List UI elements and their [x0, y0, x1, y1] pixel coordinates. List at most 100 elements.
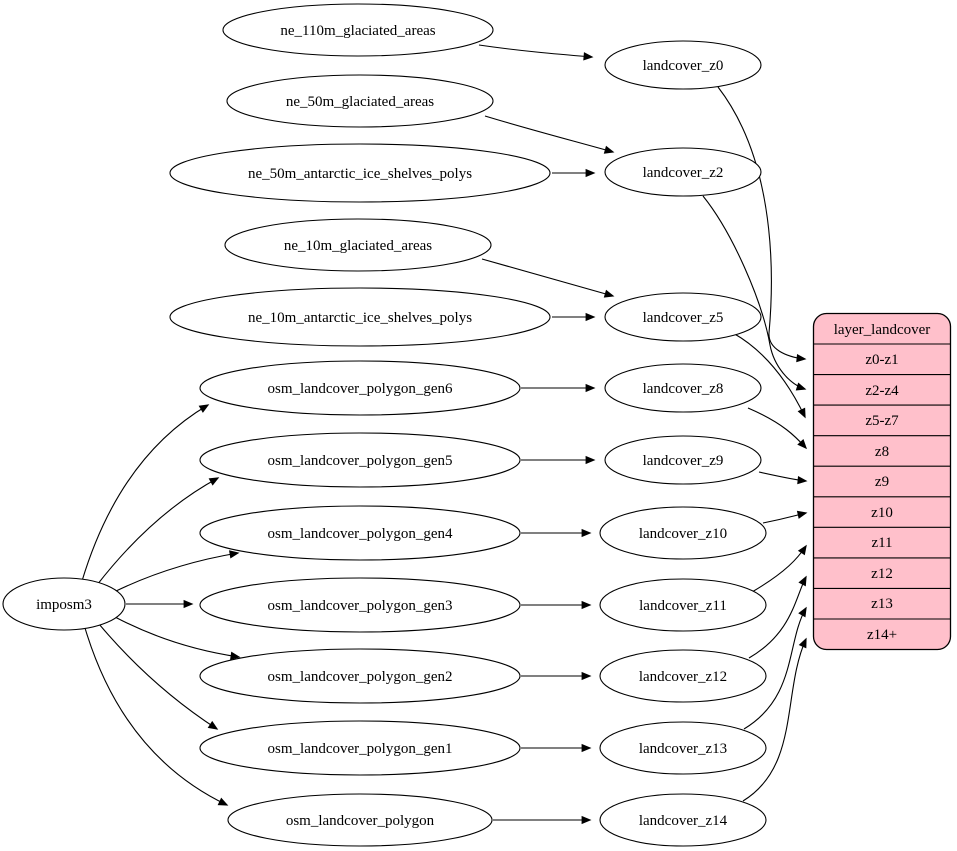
node-ne-10m-glaciated-areas: ne_10m_glaciated_areas: [224, 218, 492, 272]
source-label: osm_landcover_polygon: [286, 813, 435, 829]
node-landcover-z2: landcover_z2: [604, 147, 762, 197]
node-ne-10m-antarctic-ice-shelves-polys: ne_10m_antarctic_ice_shelves_polys: [169, 287, 551, 347]
node-landcover-z8: landcover_z8: [604, 363, 762, 413]
node-landcover-z10: landcover_z10: [599, 506, 767, 560]
intermediate-label: landcover_z2: [643, 165, 724, 181]
edge-ne50m-glaciated-to-z2: [484, 115, 615, 154]
intermediate-ellipse: [599, 506, 767, 560]
nodes: imposm3 ne_110m_glaciated_areas ne_50m_g…: [2, 3, 767, 847]
edge-ne10m-glaciated-to-z5: [481, 258, 615, 298]
source-label: osm_landcover_polygon_gen5: [268, 453, 453, 469]
node-osm-landcover-polygon-gen5: osm_landcover_polygon_gen5: [199, 432, 521, 488]
source-label: osm_landcover_polygon_gen6: [268, 381, 453, 397]
intermediate-label: landcover_z12: [639, 669, 727, 685]
node-landcover-z0: landcover_z0: [604, 40, 762, 90]
source-ellipse: [199, 360, 521, 416]
edge-imposm3-to-gen2: [114, 616, 241, 660]
intermediate-ellipse: [604, 40, 762, 90]
layer-landcover-box: [812, 312, 952, 651]
intermediate-ellipse: [599, 721, 767, 775]
source-ellipse: [199, 505, 521, 561]
source-label: osm_landcover_polygon_gen3: [268, 598, 453, 614]
intermediate-ellipse: [599, 793, 767, 847]
intermediate-ellipse: [599, 578, 767, 632]
intermediate-label: landcover_z10: [639, 526, 727, 542]
intermediate-ellipse: [604, 147, 762, 197]
edge-z13-to-row-z13: [743, 606, 807, 730]
source-label: osm_landcover_polygon_gen1: [268, 741, 453, 757]
node-imposm3: imposm3: [2, 577, 126, 631]
source-label: ne_110m_glaciated_areas: [280, 23, 435, 39]
node-landcover-z9: landcover_z9: [604, 435, 762, 485]
record-row-z2-z4: z2-z4: [865, 383, 899, 399]
source-ellipse: [227, 793, 493, 847]
source-ellipse: [224, 218, 492, 272]
node-ne-50m-antarctic-ice-shelves-polys: ne_50m_antarctic_ice_shelves_polys: [169, 143, 551, 203]
record-row-z13: z13: [871, 596, 893, 612]
edge-z5-to-row-z5-z7: [732, 332, 806, 419]
intermediate-label: landcover_z0: [643, 58, 724, 74]
edge-ne110m-to-z0: [478, 44, 594, 61]
source-ellipse: [169, 287, 551, 347]
source-label: ne_10m_glaciated_areas: [284, 238, 432, 254]
record-row-z10: z10: [871, 505, 893, 521]
source-label: osm_landcover_polygon_gen4: [268, 526, 453, 542]
source-ellipse: [199, 648, 521, 704]
record-row-z0-z1: z0-z1: [865, 352, 898, 368]
source-ellipse: [222, 3, 494, 57]
source-ellipse: [169, 143, 551, 203]
intermediate-label: landcover_z14: [639, 813, 728, 829]
node-ne-50m-glaciated-areas: ne_50m_glaciated_areas: [226, 74, 494, 128]
edge-imposm3-to-gen4: [113, 550, 240, 593]
source-ellipse: [199, 432, 521, 488]
source-ellipse: [199, 577, 521, 633]
intermediate-label: landcover_z11: [639, 598, 727, 614]
source-ellipse: [199, 720, 521, 776]
edge-z14-to-row-z14plus: [742, 637, 807, 802]
imposm3-ellipse: [2, 577, 126, 631]
node-landcover-z12: landcover_z12: [599, 649, 767, 703]
intermediate-ellipse: [604, 292, 762, 342]
edge-z0-to-row-z0-z1: [717, 86, 807, 363]
source-label: ne_50m_antarctic_ice_shelves_polys: [248, 166, 472, 182]
edge-z8-to-row-z8: [747, 407, 807, 450]
record-row-z14plus: z14+: [867, 627, 897, 643]
intermediate-ellipse: [599, 649, 767, 703]
layer-landcover-record: layer_landcover z0-z1 z2-z4 z5-z7 z8 z9 …: [812, 312, 952, 651]
edge-z2-to-row-z2-z4: [702, 195, 807, 391]
edge-z12-to-row-z12: [748, 575, 807, 659]
intermediate-label: landcover_z8: [643, 381, 724, 397]
node-osm-landcover-polygon-gen1: osm_landcover_polygon_gen1: [199, 720, 521, 776]
node-landcover-z13: landcover_z13: [599, 721, 767, 775]
edge-imposm3-to-gen5: [96, 477, 220, 586]
edge-imposm3-to-gen6: [81, 404, 210, 582]
node-ne-110m-glaciated-areas: ne_110m_glaciated_areas: [222, 3, 494, 57]
edges: [81, 44, 808, 825]
node-landcover-z14: landcover_z14: [599, 793, 767, 847]
edge-imposm3-to-gen1: [98, 623, 219, 730]
record-row-z11: z11: [871, 535, 892, 551]
edge-z11-to-row-z11: [751, 544, 807, 593]
intermediate-label: landcover_z13: [639, 741, 727, 757]
intermediate-ellipse: [604, 435, 762, 485]
node-landcover-z5: landcover_z5: [604, 292, 762, 342]
imposm3-label: imposm3: [36, 597, 92, 613]
edge-imposm3-to-polygon: [84, 627, 229, 806]
edge-z10-to-row-z10: [762, 510, 808, 524]
node-osm-landcover-polygon-gen2: osm_landcover_polygon_gen2: [199, 648, 521, 704]
source-ellipse: [226, 74, 494, 128]
intermediate-label: landcover_z9: [643, 453, 724, 469]
node-osm-landcover-polygon-gen4: osm_landcover_polygon_gen4: [199, 505, 521, 561]
record-row-z8: z8: [875, 444, 889, 460]
layer-landcover-title: layer_landcover: [834, 322, 931, 338]
source-label: ne_10m_antarctic_ice_shelves_polys: [248, 310, 472, 326]
source-label: osm_landcover_polygon_gen2: [268, 669, 453, 685]
source-label: ne_50m_glaciated_areas: [286, 94, 434, 110]
node-osm-landcover-polygon: osm_landcover_polygon: [227, 793, 493, 847]
record-row-z5-z7: z5-z7: [865, 413, 899, 429]
node-landcover-z11: landcover_z11: [599, 578, 767, 632]
node-osm-landcover-polygon-gen3: osm_landcover_polygon_gen3: [199, 577, 521, 633]
record-row-z9: z9: [875, 474, 889, 490]
intermediate-ellipse: [604, 363, 762, 413]
